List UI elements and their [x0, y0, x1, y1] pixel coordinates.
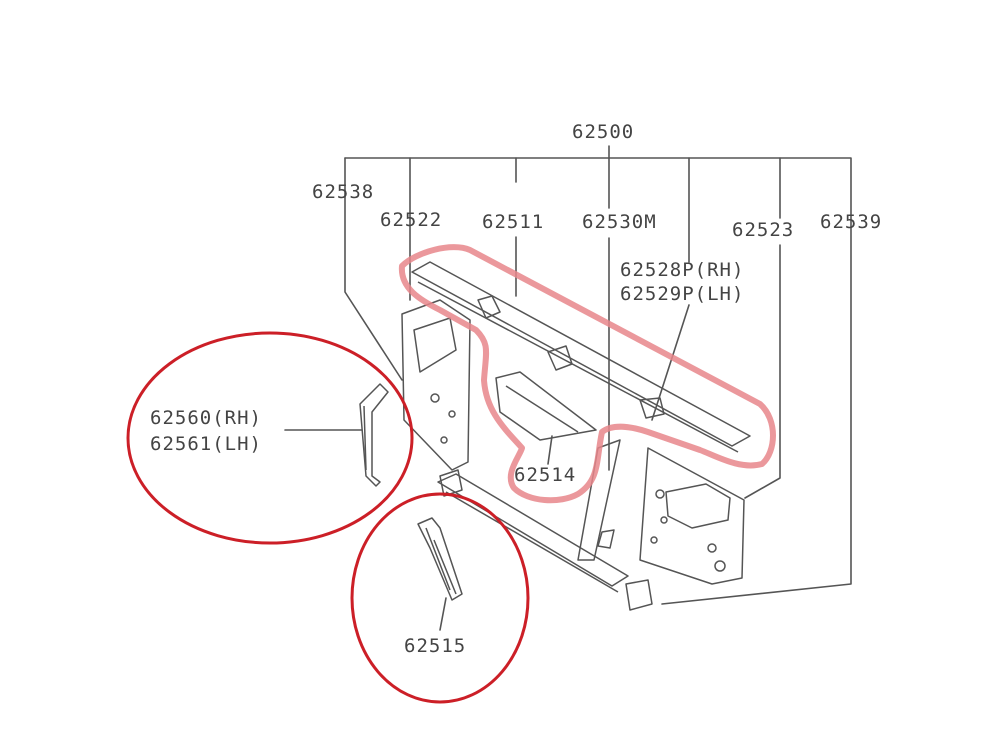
center-brace-edge [505, 385, 579, 433]
leader-62515 [439, 597, 447, 631]
leader-lines [284, 145, 852, 631]
leader-62538 [344, 157, 403, 381]
label-62514: 62514 [514, 464, 577, 486]
center-brace [495, 371, 597, 441]
bracket-top-line [344, 157, 852, 605]
circle-62560 [126, 331, 414, 545]
left-panel-cutout [413, 317, 457, 373]
hood-lock-stay [359, 383, 389, 487]
lower-cross-member-edge [445, 491, 619, 593]
label-62561: 62561(LH) [150, 433, 262, 455]
right-panel-cutout [665, 483, 731, 529]
upper-brackets [477, 295, 665, 419]
lower-mounts [439, 469, 653, 611]
label-62523: 62523 [732, 219, 795, 241]
leader-62528P [651, 157, 690, 421]
leader-62514 [547, 435, 553, 465]
upper-cross-member-edge [417, 281, 739, 453]
highlight-outline [398, 244, 776, 504]
center-stay [577, 439, 621, 561]
label-62515: 62515 [404, 635, 467, 657]
upper-cross-member [411, 261, 751, 447]
radiator-core-support-drawing [359, 261, 751, 611]
bracket-62515 [417, 517, 463, 601]
label-62511: 62511 [482, 211, 545, 233]
left-side-panel [401, 299, 471, 471]
circle-62515 [350, 492, 530, 704]
label-62522: 62522 [380, 209, 443, 231]
label-62538: 62538 [312, 181, 375, 203]
lower-cross-member [437, 473, 629, 587]
label-assembly: 62500 [572, 121, 635, 143]
label-62560: 62560(RH) [150, 407, 262, 429]
right-side-panel [639, 447, 745, 585]
leader-62523 [744, 157, 781, 499]
label-62530M: 62530M [582, 211, 657, 233]
label-62539: 62539 [820, 211, 883, 233]
label-62529P: 62529P(LH) [620, 283, 745, 305]
label-62528P: 62528P(RH) [620, 259, 745, 281]
